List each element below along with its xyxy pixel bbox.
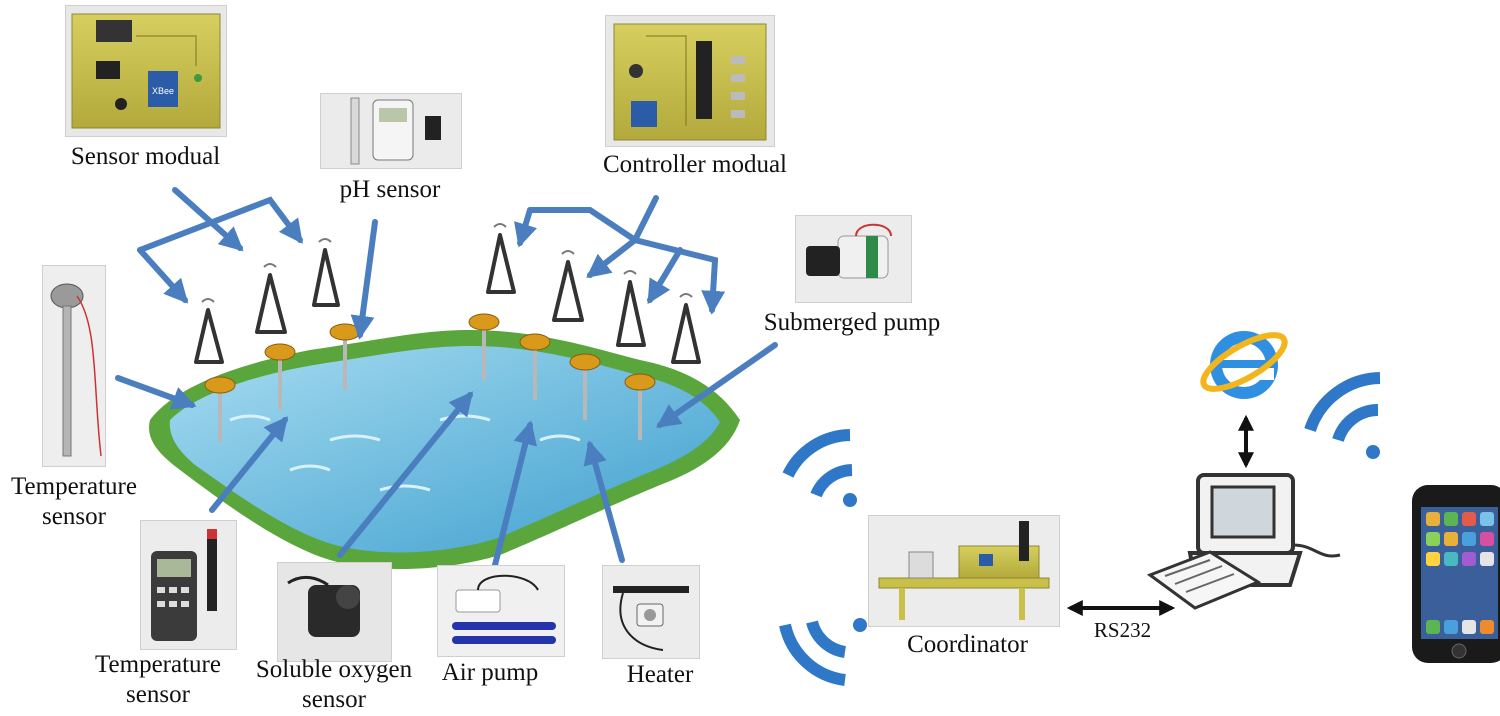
air-pump-label: Air pump: [441, 659, 539, 686]
wifi-icon: [1304, 372, 1381, 459]
rs232-label: RS232: [1093, 618, 1152, 642]
sensor-modual-photo: XBee: [65, 5, 227, 137]
soluble-oxygen-photo: [277, 562, 392, 662]
antenna-icon: [194, 233, 701, 364]
heater-photo: [602, 565, 700, 659]
xbee-label: XBee: [152, 86, 174, 96]
pond: [149, 330, 740, 570]
wifi-icon: [779, 618, 867, 686]
temperature-probe-label-line1: Temperature: [11, 473, 137, 500]
desktop-computer-icon: [1146, 473, 1341, 610]
soluble-oxygen-label: Soluble oxygen sensor: [244, 655, 424, 715]
submerged-pump-label: Submerged pump: [763, 309, 941, 336]
smartphone-icon: [1412, 485, 1500, 663]
temperature-meter-label-line1: Temperature: [95, 651, 221, 678]
wifi-icon: [782, 429, 857, 507]
temperature-meter-label: Temperature sensor: [84, 650, 232, 710]
soluble-oxygen-label-line1: Soluble oxygen: [255, 656, 413, 683]
temperature-meter-label-line2: sensor: [126, 681, 190, 708]
internet-explorer-icon: [1200, 331, 1288, 399]
coordinator-label: Coordinator: [907, 631, 1028, 658]
temperature-meter-photo: [140, 520, 237, 650]
air-pump-photo: [437, 565, 565, 657]
temperature-probe-photo: [42, 265, 106, 467]
temperature-probe-label-line2: sensor: [42, 503, 106, 530]
ph-sensor-photo: [320, 93, 462, 169]
soluble-oxygen-label-line2: sensor: [302, 686, 366, 713]
ph-sensor-label: pH sensor: [339, 176, 441, 203]
temperature-probe-label: Temperature sensor: [0, 472, 148, 532]
heater-label: Heater: [626, 661, 694, 688]
sensor-modual-label: Sensor modual: [70, 143, 221, 170]
coordinator-photo: [868, 515, 1060, 627]
connection-arrows: [115, 187, 778, 568]
submerged-pump-photo: [795, 215, 912, 303]
controller-modual-label: Controller modual: [603, 151, 787, 178]
controller-modual-photo: [605, 15, 775, 147]
